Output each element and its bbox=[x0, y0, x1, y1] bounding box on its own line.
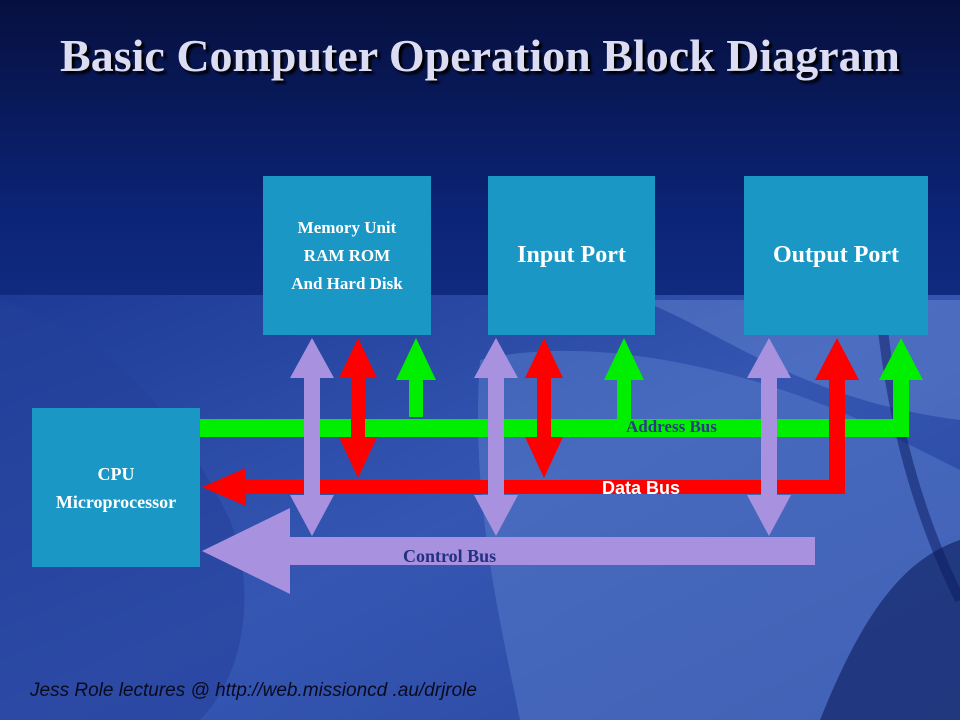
footer-credit: Jess Role lectures @ http://web.missionc… bbox=[30, 680, 477, 701]
address-bus-bar bbox=[200, 419, 909, 437]
memory-control-connector bbox=[290, 338, 334, 536]
control-bus-connectors bbox=[290, 338, 791, 536]
input-control-connector bbox=[474, 338, 518, 536]
cpu-block: CPU Microprocessor bbox=[32, 408, 200, 567]
input-data-connector bbox=[525, 338, 563, 478]
memory-address-connector bbox=[396, 338, 436, 417]
memory-data-connector bbox=[339, 338, 377, 478]
memory-unit-block: Memory Unit RAM ROM And Hard Disk bbox=[263, 176, 431, 335]
cpu-line-2: Microprocessor bbox=[55, 491, 177, 512]
cpu-line-1: CPU bbox=[97, 463, 135, 484]
output-control-connector bbox=[747, 338, 791, 536]
data-bus-arrow bbox=[202, 468, 845, 506]
memory-unit-line-3: And Hard Disk bbox=[291, 273, 403, 293]
control-bus-label: Control Bus bbox=[403, 546, 497, 566]
control-bus-arrow bbox=[202, 508, 815, 594]
address-bus-label: Address Bus bbox=[626, 417, 717, 436]
address-bus-connectors bbox=[396, 338, 923, 437]
data-bus-connectors bbox=[339, 338, 859, 494]
input-address-connector bbox=[604, 338, 644, 420]
output-port-label: Output Port bbox=[773, 242, 899, 268]
input-port-label: Input Port bbox=[517, 242, 626, 268]
memory-unit-line-1: Memory Unit bbox=[297, 217, 397, 237]
slide-title: Basic Computer Operation Block Diagram bbox=[60, 30, 900, 81]
input-port-block: Input Port bbox=[488, 176, 655, 335]
memory-unit-line-2: RAM ROM bbox=[303, 245, 391, 265]
output-data-connector bbox=[815, 338, 859, 494]
output-address-connector bbox=[879, 338, 923, 437]
data-bus-label: Data Bus bbox=[602, 478, 681, 498]
output-port-block: Output Port bbox=[744, 176, 928, 335]
